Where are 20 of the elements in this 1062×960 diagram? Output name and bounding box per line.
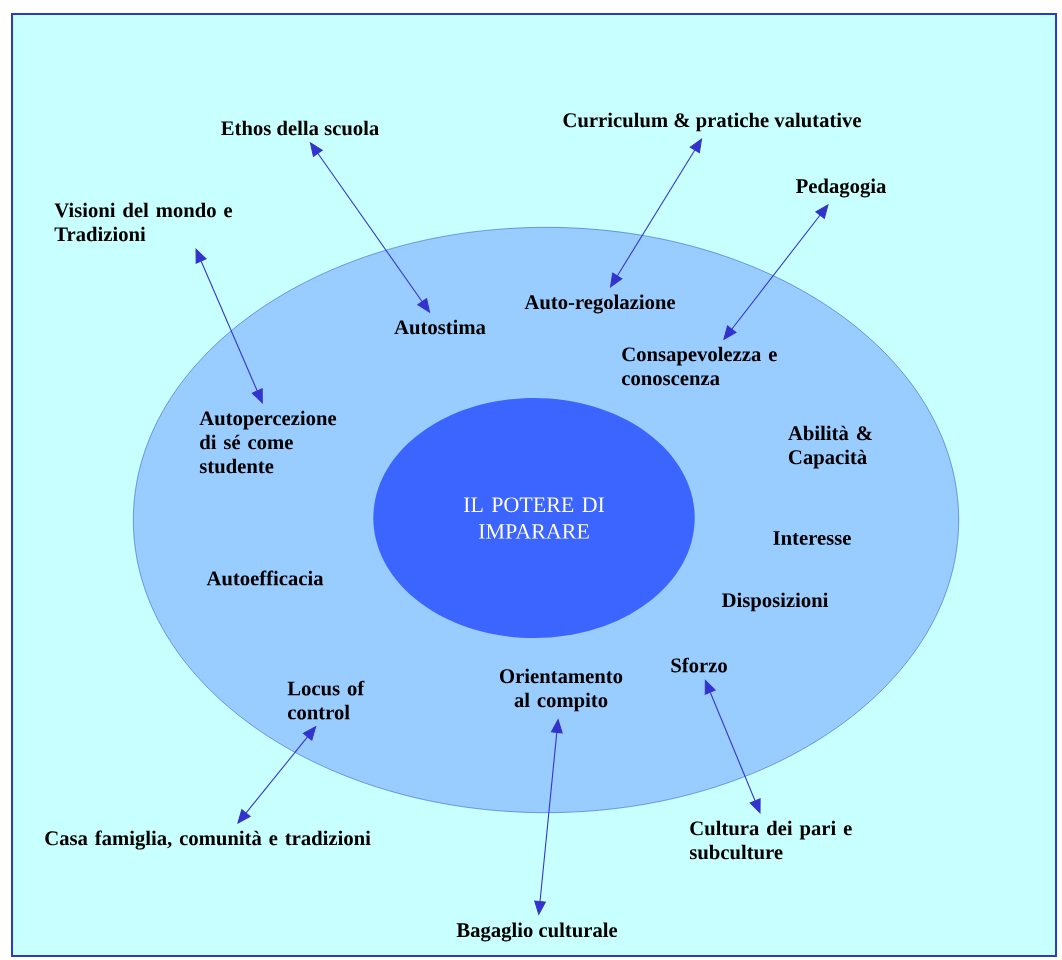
- double-arrow: [704, 679, 761, 814]
- factor-label: Consapevolezza e conoscenza: [622, 346, 777, 386]
- term-label: Abilità & Capacità: [788, 425, 872, 469]
- factor-label: Orientamento al compito: [500, 668, 623, 712]
- factor-label: Bagaglio culturale: [456, 922, 618, 942]
- factor-label: Pedagogia: [796, 178, 887, 198]
- factor-label: Visioni del mondo e Tradizioni: [54, 202, 233, 242]
- factor-label: Curriculum & pratiche valutative: [563, 112, 861, 132]
- factor-label: Casa famiglia, comunità e tradizioni: [45, 830, 371, 850]
- term-label: Disposizioni: [721, 592, 829, 612]
- term-label: Autoefficacia: [206, 570, 324, 586]
- factor-label: Locus of control: [287, 680, 365, 720]
- factor-label: Sforzo: [671, 657, 727, 673]
- factor-label: Cultura dei pari e subculture: [689, 820, 852, 860]
- factor-label: Autostima: [394, 319, 486, 335]
- factor-label: Ethos della scuola: [221, 120, 379, 136]
- factor-label: Autopercezione di sé come studente: [199, 410, 337, 474]
- factor-label: Auto-regolazione: [524, 294, 676, 314]
- double-arrow: [195, 248, 263, 404]
- term-label: Interesse: [773, 531, 851, 545]
